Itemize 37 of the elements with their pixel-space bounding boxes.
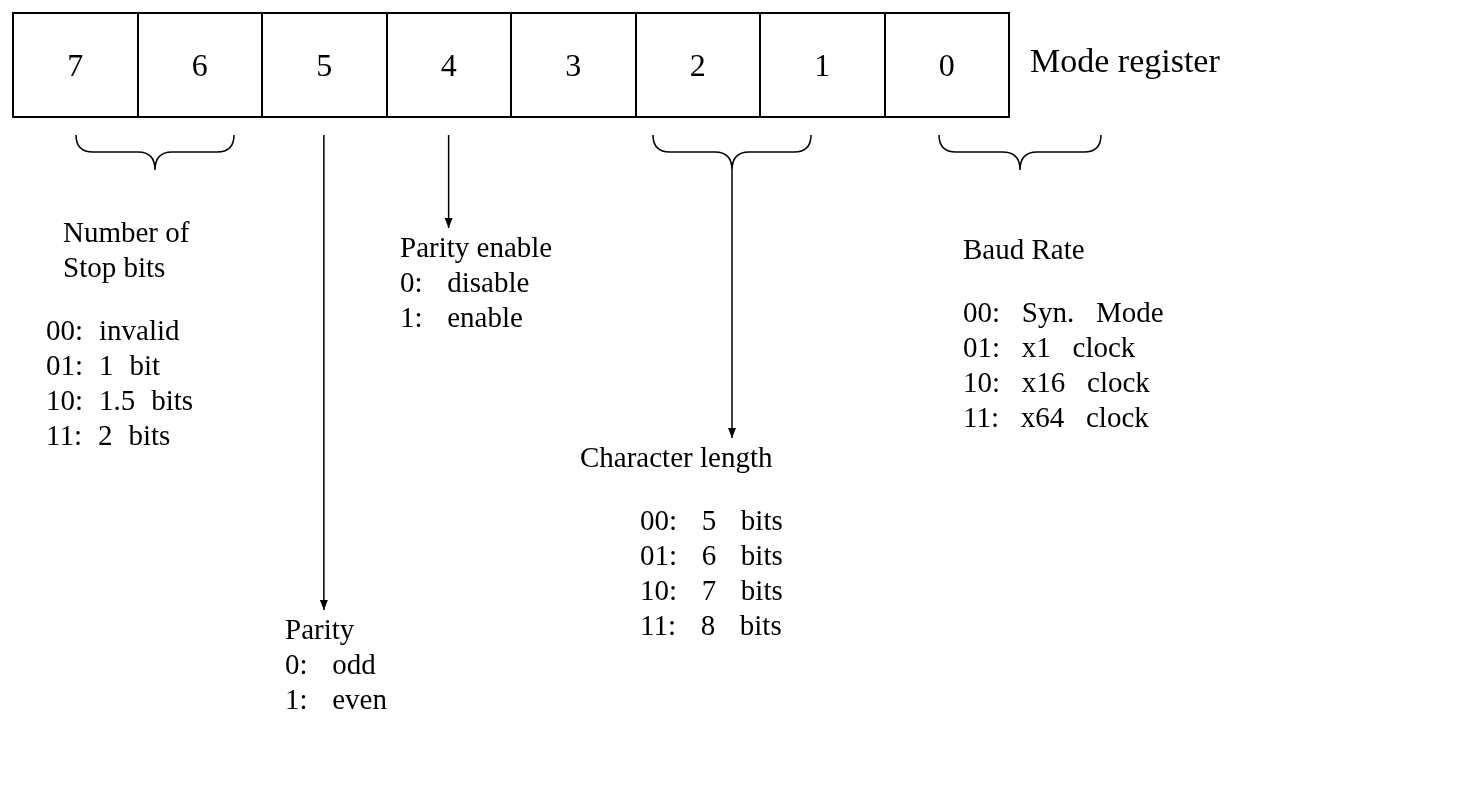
value-description: 1: enable bbox=[400, 300, 524, 335]
value-description: 11: x64 clock bbox=[963, 400, 1150, 435]
value-description: 11: 2 bits bbox=[46, 418, 172, 453]
value-description: 10: 7 bits bbox=[639, 573, 783, 608]
value-description: 0: disable bbox=[400, 265, 531, 300]
field-title: Character length bbox=[580, 440, 774, 475]
bit-cell: 3 bbox=[510, 14, 635, 116]
register-box bbox=[12, 12, 1010, 118]
value-description: 01: x1 clock bbox=[963, 330, 1137, 365]
value-description: 1: even bbox=[285, 682, 387, 717]
value-description: 0: odd bbox=[285, 647, 377, 682]
brace bbox=[938, 135, 1102, 171]
brace bbox=[652, 135, 812, 171]
value-description: 00: Syn. Mode bbox=[963, 295, 1164, 330]
bit-cell: 2 bbox=[634, 14, 759, 116]
register-label: Mode register bbox=[1030, 42, 1220, 80]
bit-cell: 7 bbox=[14, 14, 137, 116]
bit-cell: 1 bbox=[759, 14, 884, 116]
bit-cell: 0 bbox=[883, 14, 1008, 116]
field-title: Parity enable bbox=[400, 230, 553, 265]
bit-cell: 4 bbox=[385, 14, 510, 116]
field-title: Number of Stop bits bbox=[62, 215, 191, 285]
arrow bbox=[444, 134, 453, 229]
bit-cell: 6 bbox=[136, 14, 261, 116]
brace bbox=[75, 135, 235, 171]
arrow bbox=[728, 169, 736, 439]
arrow bbox=[319, 134, 328, 611]
value-description: 01: 1 bit bbox=[46, 348, 162, 383]
bit-cell: 5 bbox=[261, 14, 386, 116]
field-title: Parity bbox=[285, 612, 356, 647]
field-title: Baud Rate bbox=[963, 232, 1086, 267]
value-description: 11: 8 bits bbox=[639, 608, 783, 643]
value-description: 10: x16 clock bbox=[963, 365, 1151, 400]
value-description: 10: 1.5 bits bbox=[46, 383, 195, 418]
value-description: 00: 5 bits bbox=[639, 503, 783, 538]
value-description: 00: invalid bbox=[46, 313, 181, 348]
value-description: 01: 6 bits bbox=[639, 538, 783, 573]
